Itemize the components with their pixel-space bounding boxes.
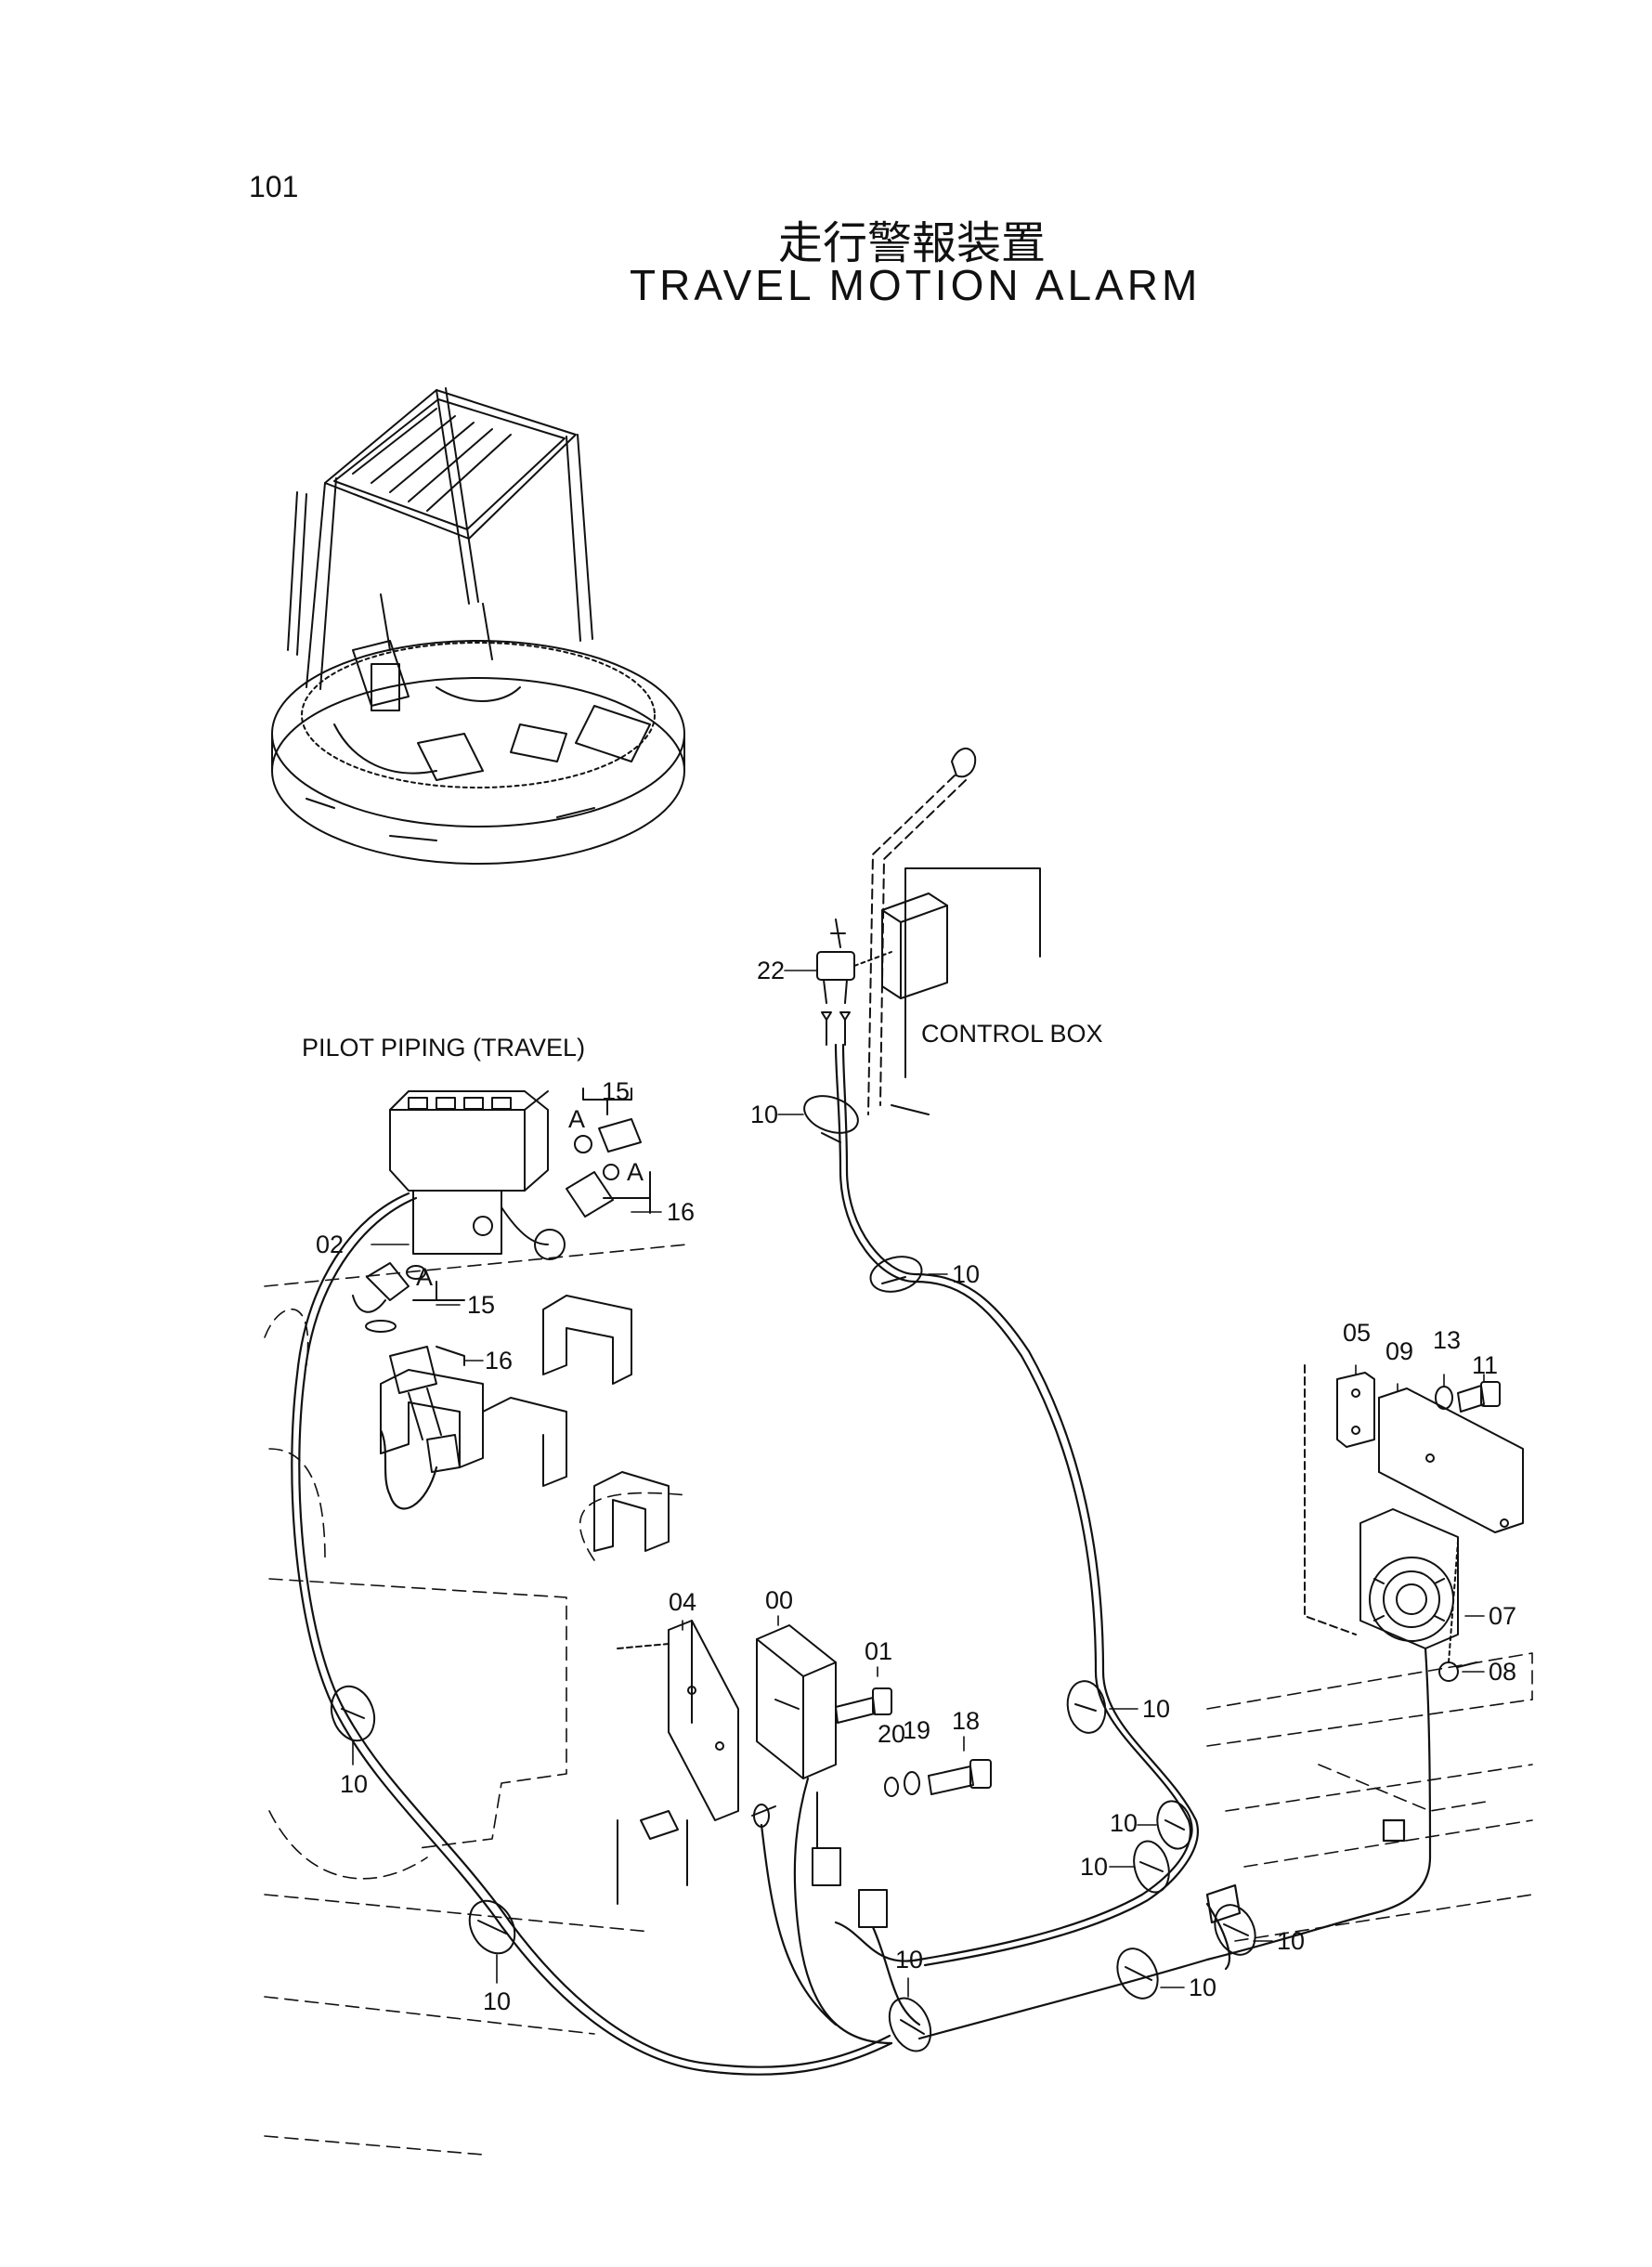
callout-05: 05	[1343, 1319, 1372, 1347]
callout-a: A	[627, 1158, 644, 1186]
callout-16: 16	[485, 1347, 514, 1375]
callout-10: 10	[952, 1260, 981, 1288]
callout-11: 11	[1472, 1351, 1499, 1379]
callout-13: 13	[1433, 1326, 1462, 1354]
callout-19: 19	[903, 1716, 931, 1744]
machine-frame-outline	[265, 1244, 1532, 2155]
callout-04: 04	[669, 1588, 697, 1616]
callout-07: 07	[1489, 1602, 1517, 1630]
callout-10: 10	[1277, 1927, 1306, 1955]
callout-15: 15	[602, 1077, 631, 1105]
callout-a: A	[416, 1263, 434, 1291]
title-japanese: 走行警報装置	[778, 217, 1047, 269]
callout-leader-lines	[353, 971, 1484, 1997]
callout-10: 10	[750, 1101, 779, 1128]
alarm-buzzer-parts	[1305, 1365, 1523, 1681]
callout-02: 02	[316, 1231, 345, 1258]
page-number: 101	[249, 170, 299, 203]
pilot-piping-assembly	[353, 1088, 650, 1472]
pilot-piping-label: PILOT PIPING (TRAVEL)	[302, 1034, 586, 1062]
alarm-controller-parts	[618, 1621, 991, 1927]
callout-15: 15	[467, 1291, 496, 1319]
callout-01: 01	[865, 1637, 893, 1665]
harness-clamps	[324, 1089, 1263, 2058]
callout-09: 09	[1385, 1337, 1414, 1365]
callout-08: 08	[1489, 1658, 1517, 1686]
callout-10: 10	[1189, 1974, 1217, 2001]
frame-brackets	[381, 1296, 687, 1904]
callout-18: 18	[952, 1707, 981, 1735]
callout-22: 22	[757, 957, 786, 984]
callout-10: 10	[1110, 1809, 1138, 1837]
callout-10: 10	[1080, 1853, 1109, 1881]
callout-10: 10	[895, 1946, 924, 1974]
callout-16: 16	[667, 1198, 696, 1226]
callout-10: 10	[483, 1987, 512, 2015]
control-lever-and-box	[817, 749, 1040, 1114]
wire-harness	[292, 1045, 1430, 2075]
control-box-label: CONTROL BOX	[921, 1020, 1103, 1048]
callout-20: 20	[878, 1720, 906, 1748]
excavator-overview-illustration	[272, 388, 684, 864]
callout-a: A	[568, 1105, 586, 1133]
callout-10: 10	[1142, 1695, 1171, 1723]
callout-00: 00	[765, 1586, 794, 1614]
callout-10: 10	[340, 1770, 369, 1798]
title-english: TRAVEL MOTION ALARM	[630, 261, 1202, 309]
